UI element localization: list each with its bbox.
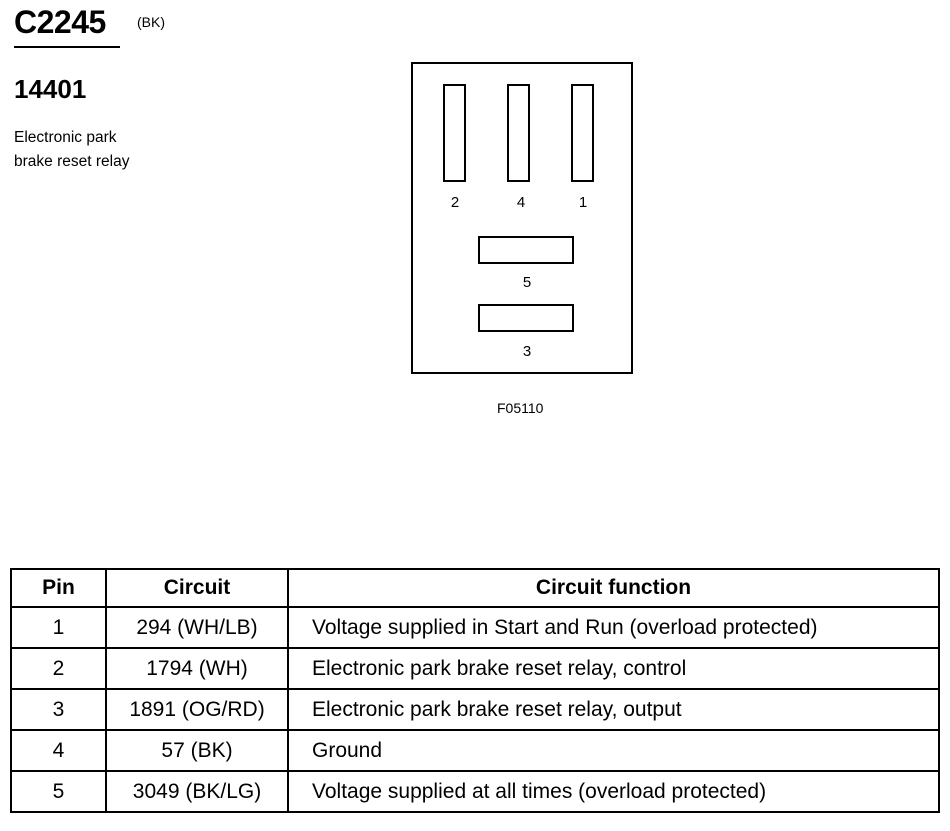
pin-slot-1 (571, 84, 594, 182)
pinout-table: Pin Circuit Circuit function 1 294 (WH/L… (10, 568, 940, 813)
cell-circuit-function: Ground (287, 729, 940, 772)
cell-pin: 1 (10, 606, 107, 649)
cell-pin: 2 (10, 647, 107, 690)
cell-pin: 4 (10, 729, 107, 772)
cell-circuit: 294 (WH/LB) (105, 606, 289, 649)
pin-label-4: 4 (516, 194, 526, 211)
table-row: 1 294 (WH/LB) Voltage supplied in Start … (10, 606, 940, 649)
pin-label-3: 3 (522, 343, 532, 360)
component-number: 14401 (14, 74, 87, 104)
pin-slot-5 (478, 236, 574, 264)
table-header-row: Pin Circuit Circuit function (10, 568, 940, 608)
pin-label-1: 1 (578, 194, 588, 211)
figure-id: F05110 (497, 400, 544, 416)
cell-circuit: 57 (BK) (105, 729, 289, 772)
component-description-line: Electronic park (14, 129, 117, 146)
header-circuit: Circuit (105, 568, 289, 608)
component-description: Electronic park brake reset relay (14, 126, 214, 174)
pin-slot-2 (443, 84, 466, 182)
cell-circuit: 1891 (OG/RD) (105, 688, 289, 731)
cell-circuit-function: Electronic park brake reset relay, contr… (287, 647, 940, 690)
connector-color: (BK) (137, 14, 165, 30)
connector-face-diagram (411, 62, 633, 374)
header-pin: Pin (10, 568, 107, 608)
pin-label-2: 2 (450, 194, 460, 211)
component-description-line: brake reset relay (14, 153, 130, 170)
connector-id-underline (14, 46, 120, 48)
cell-circuit: 3049 (BK/LG) (105, 770, 289, 813)
cell-pin: 5 (10, 770, 107, 813)
cell-circuit-function: Voltage supplied in Start and Run (overl… (287, 606, 940, 649)
table-row: 3 1891 (OG/RD) Electronic park brake res… (10, 688, 940, 731)
table-row: 4 57 (BK) Ground (10, 729, 940, 772)
cell-circuit: 1794 (WH) (105, 647, 289, 690)
pin-slot-4 (507, 84, 530, 182)
cell-circuit-function: Voltage supplied at all times (overload … (287, 770, 940, 813)
header-circuit-function: Circuit function (287, 568, 940, 608)
table-row: 5 3049 (BK/LG) Voltage supplied at all t… (10, 770, 940, 813)
cell-circuit-function: Electronic park brake reset relay, outpu… (287, 688, 940, 731)
table-row: 2 1794 (WH) Electronic park brake reset … (10, 647, 940, 690)
pin-slot-3 (478, 304, 574, 332)
pin-label-5: 5 (522, 274, 532, 291)
connector-id: C2245 (14, 4, 106, 40)
cell-pin: 3 (10, 688, 107, 731)
